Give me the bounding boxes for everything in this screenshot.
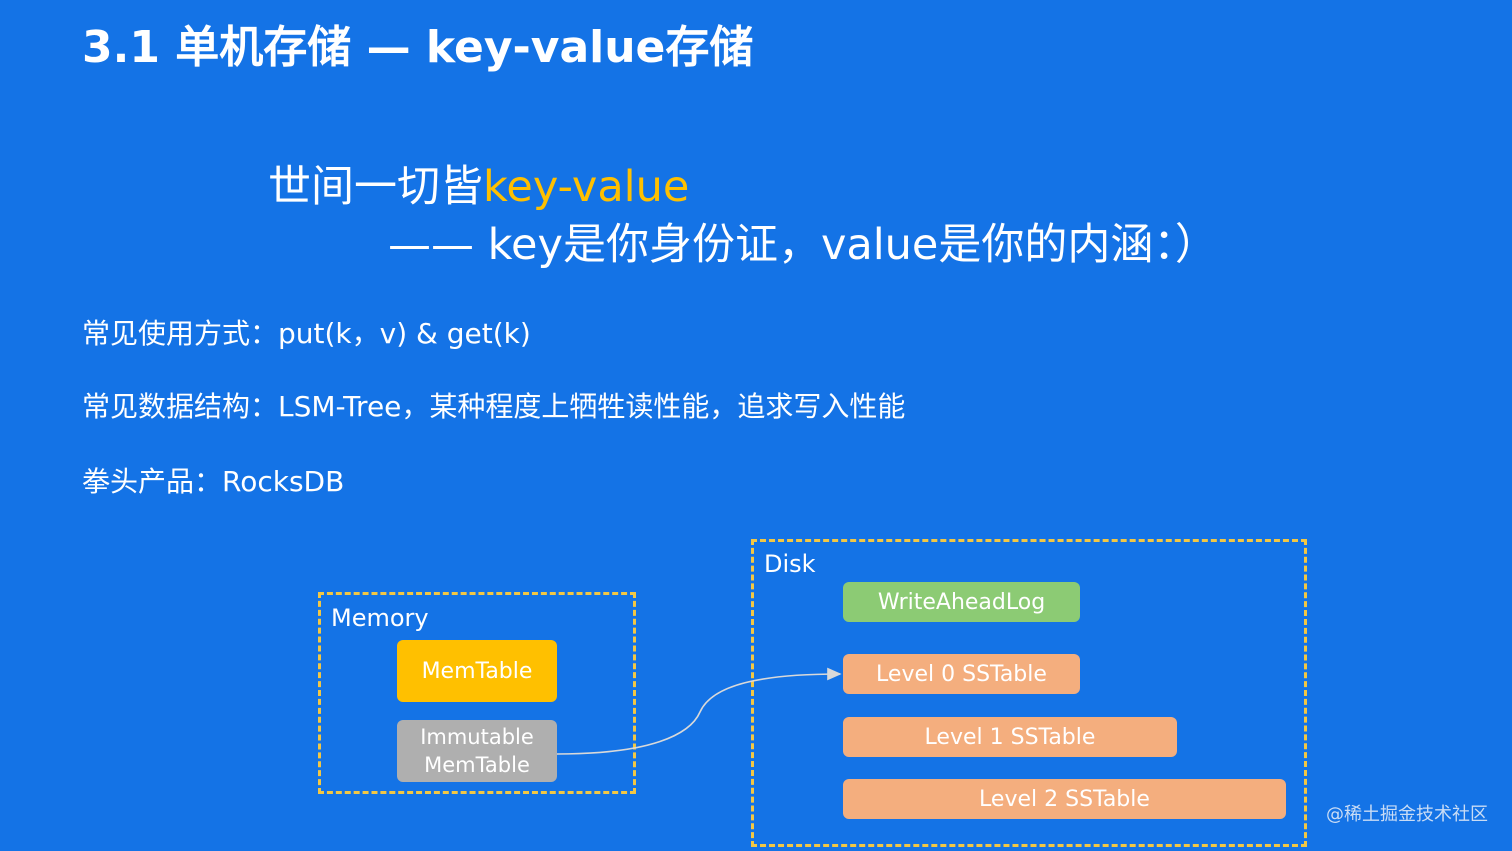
level-1-sstable-block: Level 1 SSTable <box>843 717 1177 757</box>
motto-prefix: 世间一切皆 <box>268 162 483 212</box>
bullet-product: 拳头产品：RocksDB <box>82 465 345 498</box>
level-0-sstable-block: Level 0 SSTable <box>843 654 1080 694</box>
immutable-label-line-2: MemTable <box>424 753 530 777</box>
write-ahead-log-block: WriteAheadLog <box>843 582 1080 622</box>
immutable-label-line-1: Immutable <box>420 725 534 749</box>
motto-line-2: —— key是你身份证，value是你的内涵：） <box>388 220 1218 270</box>
watermark: @稀土掘金技术社区 <box>1326 804 1488 825</box>
memory-label: Memory <box>331 604 429 632</box>
level-2-sstable-block: Level 2 SSTable <box>843 779 1286 819</box>
motto-highlight: key-value <box>483 162 690 212</box>
slide-title: 3.1 单机存储 — key-value存储 <box>82 22 754 73</box>
disk-label: Disk <box>764 550 816 578</box>
immutable-memtable-block: Immutable MemTable <box>397 720 557 782</box>
bullet-usage: 常见使用方式：put(k，v) & get(k) <box>82 317 531 350</box>
bullet-data-structure: 常见数据结构：LSM-Tree，某种程度上牺牲读性能，追求写入性能 <box>82 390 906 423</box>
motto-line-1: 世间一切皆key-value <box>268 158 689 216</box>
memtable-block: MemTable <box>397 640 557 702</box>
